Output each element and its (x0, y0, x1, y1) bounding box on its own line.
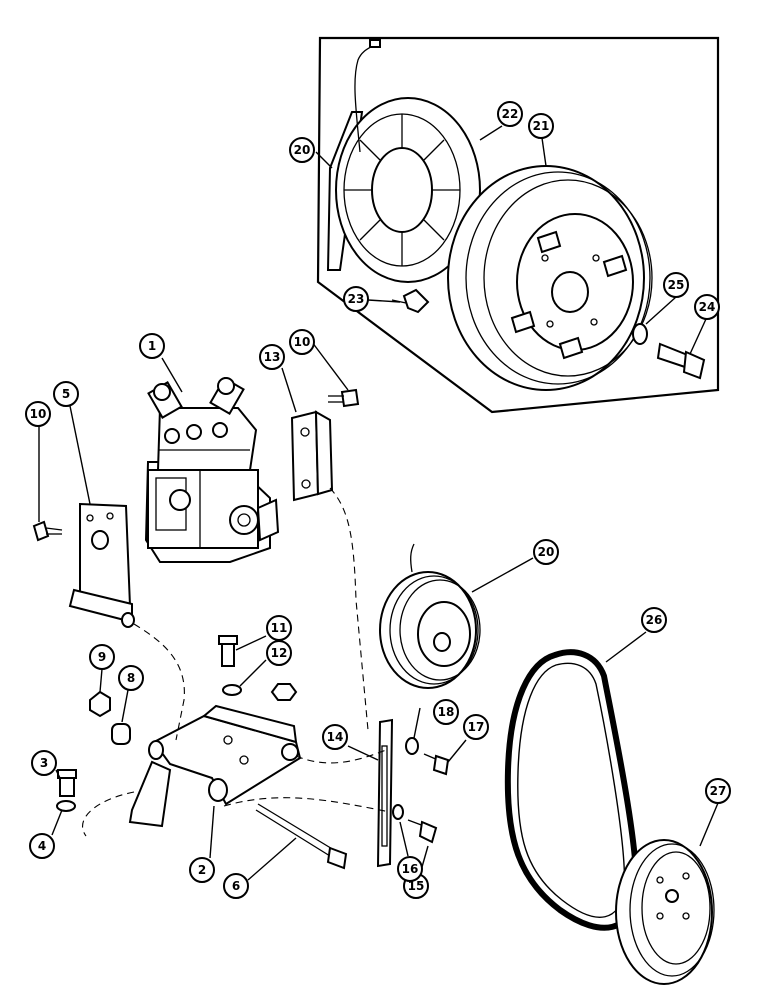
callout-3-label: 3 (40, 756, 48, 770)
callout-10-left-label: 10 (30, 407, 47, 421)
callout-18-label: 18 (438, 705, 455, 719)
callout-13-label: 13 (264, 350, 281, 364)
callout-24: 24 (694, 294, 720, 320)
callout-8-label: 8 (127, 671, 135, 685)
bolt-10-right (328, 388, 360, 408)
drive-belt (504, 649, 640, 931)
callout-20-inset: 20 (289, 137, 315, 163)
callout-14-label: 14 (327, 730, 344, 744)
clutch-inset (316, 36, 720, 414)
callout-5: 5 (53, 381, 79, 407)
callout-25: 25 (663, 272, 689, 298)
mounting-base (128, 704, 302, 828)
callout-9: 9 (89, 644, 115, 670)
nut-9 (89, 690, 111, 718)
callout-3: 3 (31, 750, 57, 776)
callout-4-label: 4 (38, 839, 46, 853)
callout-6-label: 6 (232, 879, 240, 893)
callout-8: 8 (118, 665, 144, 691)
callout-2: 2 (189, 857, 215, 883)
bolt-17 (423, 753, 450, 776)
callout-18: 18 (433, 699, 459, 725)
callout-16: 16 (397, 856, 423, 882)
bolt-15 (407, 819, 438, 844)
spacer-8 (111, 723, 131, 745)
callout-12: 12 (266, 640, 292, 666)
callout-5-label: 5 (62, 387, 70, 401)
callout-11-label: 11 (271, 621, 288, 635)
bolt-11 (218, 635, 238, 667)
callout-9-label: 9 (98, 650, 106, 664)
compressor (144, 377, 280, 563)
callout-26: 26 (641, 607, 667, 633)
adjusting-arm (376, 718, 394, 868)
callout-27: 27 (705, 778, 731, 804)
clutch-pulley (447, 165, 653, 391)
callout-23-label: 23 (348, 292, 365, 306)
washer-18 (405, 737, 419, 755)
clutch-assembly (379, 543, 481, 689)
callout-14: 14 (322, 724, 348, 750)
callout-4: 4 (29, 833, 55, 859)
bolt-3 (57, 769, 77, 797)
callout-11: 11 (266, 615, 292, 641)
callout-17: 17 (463, 714, 489, 740)
callout-22: 22 (497, 101, 523, 127)
bracket-13 (290, 410, 334, 502)
long-bolt-6 (255, 803, 348, 870)
callout-25-label: 25 (668, 278, 685, 292)
callout-10-left: 10 (25, 401, 51, 427)
washer-4 (56, 800, 76, 812)
callout-27-label: 27 (710, 784, 727, 798)
callout-6: 6 (223, 873, 249, 899)
washer-25 (632, 323, 648, 345)
field-coil-housing (326, 39, 481, 283)
callout-22-label: 22 (502, 107, 519, 121)
crank-pulley (615, 839, 715, 985)
bracket-plate (68, 502, 135, 628)
callout-20-lower-label: 20 (538, 545, 555, 559)
callout-2-label: 2 (198, 863, 206, 877)
callout-13: 13 (259, 344, 285, 370)
bolt-10-left (32, 520, 63, 542)
callout-20-inset-label: 20 (294, 143, 311, 157)
washer-12 (222, 684, 242, 696)
callout-17-label: 17 (468, 720, 485, 734)
nut-12 (270, 683, 298, 701)
callout-15-label: 15 (408, 879, 425, 893)
callout-21: 21 (528, 113, 554, 139)
callout-26-label: 26 (646, 613, 663, 627)
callout-20-lower: 20 (533, 539, 559, 565)
callout-12-label: 12 (271, 646, 288, 660)
callout-23: 23 (343, 286, 369, 312)
callout-10-right: 10 (289, 329, 315, 355)
bolt-24 (656, 342, 706, 380)
callout-16-label: 16 (402, 862, 419, 876)
callout-21-label: 21 (533, 119, 550, 133)
callout-10-right-label: 10 (294, 335, 311, 349)
washer-16 (392, 804, 404, 820)
callout-1-label: 1 (148, 339, 156, 353)
callout-1: 1 (139, 333, 165, 359)
callout-24-label: 24 (699, 300, 716, 314)
